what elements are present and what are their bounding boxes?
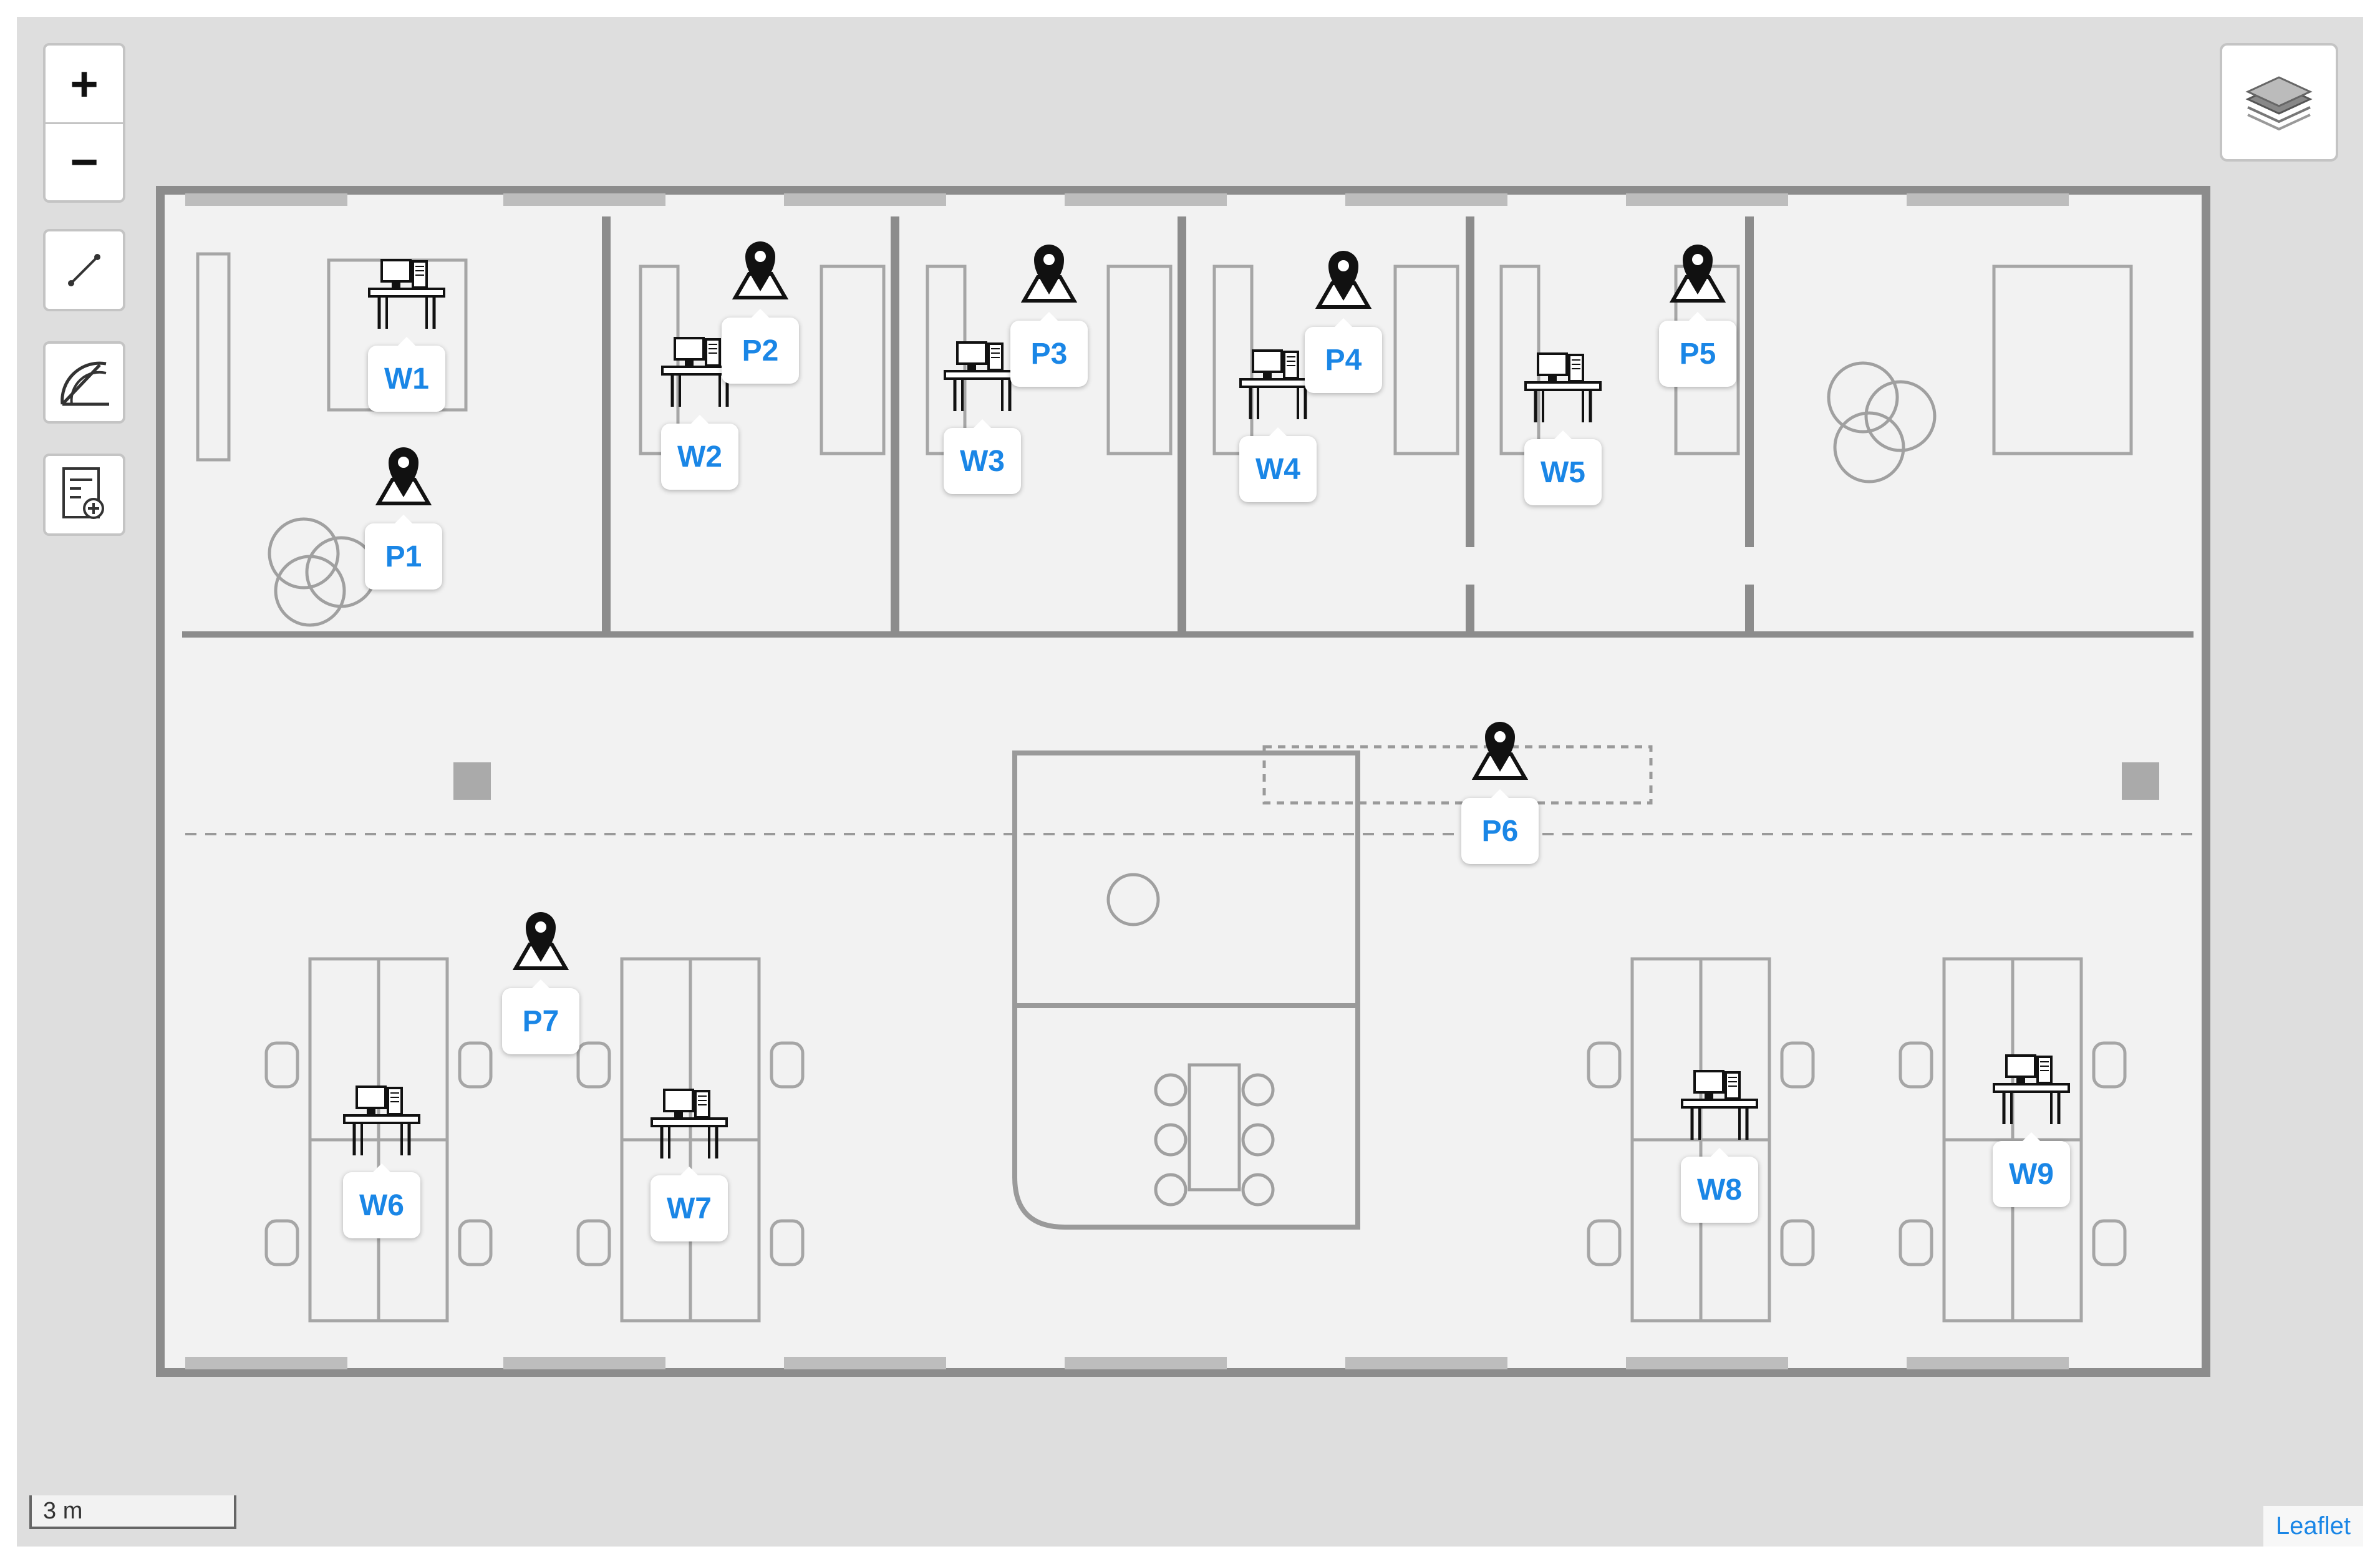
add-document-icon [62,467,104,519]
layers-button[interactable] [2220,43,2338,162]
workstation-label-w2[interactable]: W2 [661,415,738,490]
workstation-label-w1[interactable]: W1 [368,337,445,412]
place-label-p6[interactable]: P6 [1461,789,1539,864]
scale-bar: 3 m [29,1495,236,1529]
add-document-button[interactable] [43,454,125,536]
workstation-label-w5[interactable]: W5 [1524,430,1602,505]
workstation-desk-icon[interactable] [343,1085,420,1155]
workstation-desk-icon[interactable] [1524,352,1602,422]
place-label-p4[interactable]: P4 [1305,318,1382,393]
workstation-desk-icon[interactable] [1239,349,1317,419]
place-label-p5[interactable]: P5 [1659,312,1736,387]
workstation-label-w8[interactable]: W8 [1681,1148,1758,1223]
zoom-control: + − [43,43,125,203]
place-label-p1[interactable]: P1 [365,515,442,590]
workstation-label-w7[interactable]: W7 [651,1167,728,1241]
layers-icon [2245,76,2313,131]
workstation-desk-icon[interactable] [651,1089,728,1158]
workstation-desk-icon[interactable] [368,259,445,329]
workstation-label-w9[interactable]: W9 [1993,1132,2070,1207]
workstation-label-w6[interactable]: W6 [343,1163,420,1238]
workstation-label-w3[interactable]: W3 [944,419,1021,494]
measure-distance-button[interactable] [43,229,125,311]
place-pin-icon[interactable] [375,447,432,505]
measure-angle-button[interactable] [43,341,125,424]
place-label-p7[interactable]: P7 [502,979,579,1054]
floor-plan [156,186,2210,1377]
protractor-icon [60,361,109,406]
place-pin-icon[interactable] [1669,245,1726,303]
place-pin-icon[interactable] [1471,722,1529,780]
workstation-desk-icon[interactable] [1681,1070,1758,1140]
attribution-link[interactable]: Leaflet [2263,1506,2363,1547]
workstation-label-w4[interactable]: W4 [1239,427,1317,502]
workstation-desk-icon[interactable] [1993,1054,2070,1124]
ruler-icon [68,254,100,286]
place-pin-icon[interactable] [1315,251,1372,309]
place-label-p3[interactable]: P3 [1010,312,1088,387]
zoom-out-button[interactable]: − [70,134,99,190]
place-pin-icon[interactable] [512,912,569,970]
place-pin-icon[interactable] [1020,245,1078,303]
place-pin-icon[interactable] [732,241,789,299]
zoom-in-button[interactable]: + [70,56,99,111]
workstation-desk-icon[interactable] [661,337,738,407]
place-label-p2[interactable]: P2 [722,309,799,384]
